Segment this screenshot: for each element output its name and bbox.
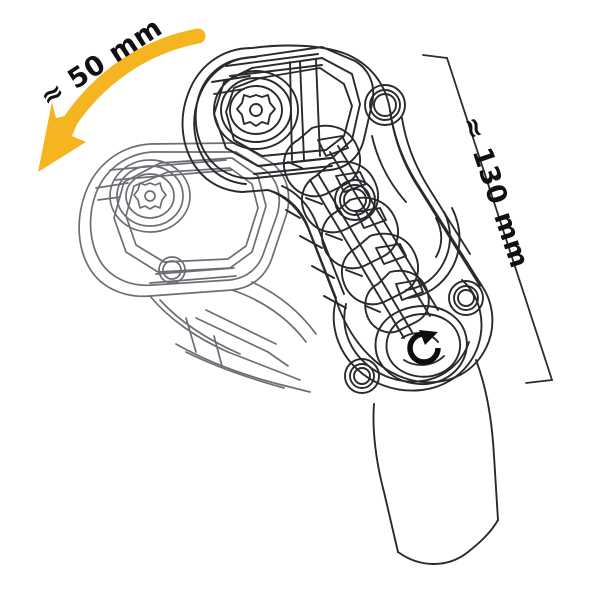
rotation-adjust-icon: [407, 330, 441, 365]
lever-body: [181, 44, 499, 565]
pivot-boss-upper: [364, 84, 406, 126]
pivot-bolt-torx: [213, 70, 299, 150]
pivot-boss-lower-left: [344, 358, 380, 394]
dimension-line-130mm: [422, 54, 553, 384]
curved-arrow-50mm: [38, 28, 206, 172]
torx-socket-adjusted: [133, 182, 167, 210]
lever-blade-adjusted: [78, 142, 317, 393]
pivot-boss-lower-right: [448, 280, 484, 316]
handlebar-shaft: [372, 359, 499, 565]
